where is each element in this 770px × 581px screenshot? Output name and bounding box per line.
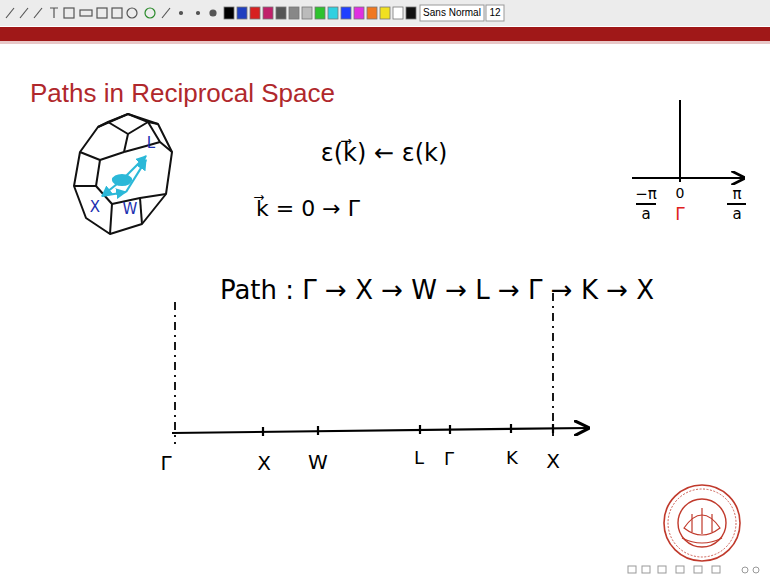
slide-title: Paths in Reciprocal Space: [30, 80, 335, 106]
brillouin-zone: [74, 114, 172, 234]
toolbar-icons: [6, 8, 216, 18]
axis-limit: π: [732, 187, 741, 202]
axis-limit: a: [732, 207, 741, 222]
font-name: Sans Normal: [423, 8, 481, 18]
size-box: [486, 5, 504, 21]
one-d-axis: [632, 100, 746, 204]
toolbar: [0, 0, 770, 26]
symmetry-point: L: [414, 449, 424, 467]
symmetry-point: L: [147, 136, 155, 151]
symmetry-point: W: [123, 202, 138, 217]
symmetry-point: Γ: [444, 450, 454, 468]
symmetry-point: W: [308, 452, 328, 472]
k-path: Path : Γ → X → W → L → Γ → K → X: [220, 277, 654, 303]
institute-logo: [664, 485, 740, 561]
color-palette: [224, 7, 416, 19]
header-band: [0, 27, 770, 41]
axis-origin: 0: [676, 186, 685, 200]
axis-limit: −π: [635, 187, 657, 202]
energy-relation: ε(k⃗) ← ε(k): [321, 141, 448, 165]
axis-limit: a: [641, 207, 650, 222]
font-size: 12: [489, 8, 500, 18]
symmetry-point: K: [506, 449, 518, 467]
symmetry-point: Γ: [160, 453, 171, 473]
dash-dot-guide: [175, 293, 553, 444]
symmetry-point: X: [90, 200, 100, 215]
slide-navigation: [628, 566, 759, 573]
bz-path-arrows: [102, 156, 146, 196]
symmetry-point: X: [257, 453, 271, 473]
header-band-shadow: [0, 41, 770, 44]
k-path-axis: [172, 424, 588, 436]
gamma-definition: k⃗ = 0 → Γ: [256, 198, 360, 220]
symmetry-point: X: [546, 451, 560, 471]
font-box: [420, 5, 484, 21]
gamma-point: Γ: [675, 206, 684, 223]
